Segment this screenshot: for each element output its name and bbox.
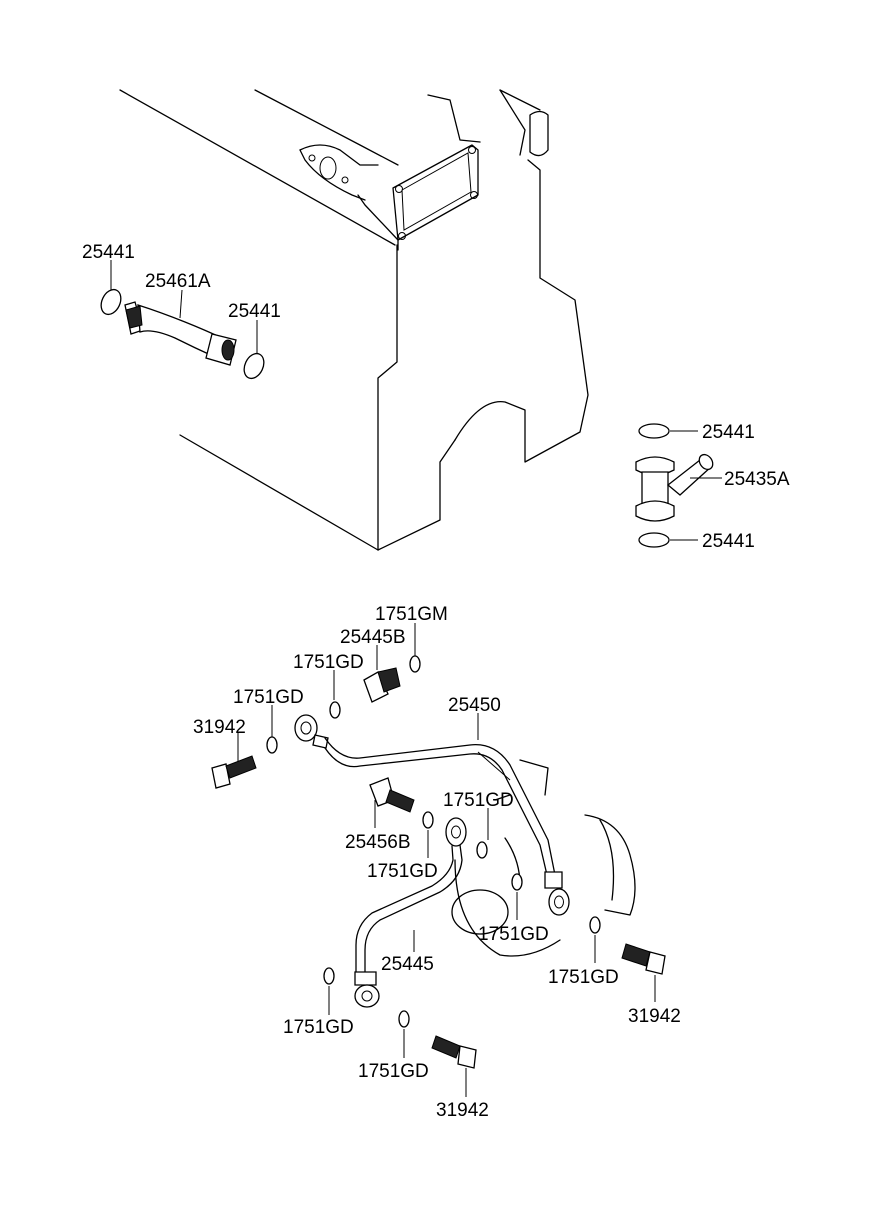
engine-block [119, 89, 589, 551]
turbocharger-illustration [451, 759, 636, 957]
label-ring-top-left: 25441 [82, 242, 135, 263]
label-washer-c: 1751GD [443, 790, 514, 811]
label-fitting-25435A: 25435A [724, 469, 790, 490]
label-adapter-25445B: 25445B [340, 627, 406, 648]
label-washer-e: 1751GD [478, 924, 549, 945]
feed-pipe-25450-illustration [294, 714, 570, 916]
label-pipe-25461A: 25461A [145, 271, 211, 292]
label-washer-b: 1751GD [233, 687, 304, 708]
leader-lines [110, 260, 722, 1097]
label-return-pipe-25445: 25445 [381, 954, 434, 975]
label-washer-1751GM: 1751GM [375, 604, 448, 625]
return-pipe-25445-illustration [354, 817, 467, 1008]
label-banjo-bolt-25456B: 25456B [345, 832, 411, 853]
label-washer-d: 1751GD [367, 861, 438, 882]
oil-pipe-25461A-illustration [100, 288, 265, 380]
label-ring-side-lower: 25441 [702, 531, 755, 552]
label-ring-side-upper: 25441 [702, 422, 755, 443]
label-ring-top-right: 25441 [228, 301, 281, 322]
label-washer-h: 1751GD [358, 1061, 429, 1082]
label-washer-f: 1751GD [548, 967, 619, 988]
label-bolt-left: 31942 [193, 717, 246, 738]
label-washer-a: 1751GD [293, 652, 364, 673]
fasteners-illustration [211, 655, 666, 1069]
label-bolt-bottom: 31942 [436, 1100, 489, 1121]
label-washer-g: 1751GD [283, 1017, 354, 1038]
label-feed-pipe-25450: 25450 [448, 695, 501, 716]
label-bolt-right: 31942 [628, 1006, 681, 1027]
